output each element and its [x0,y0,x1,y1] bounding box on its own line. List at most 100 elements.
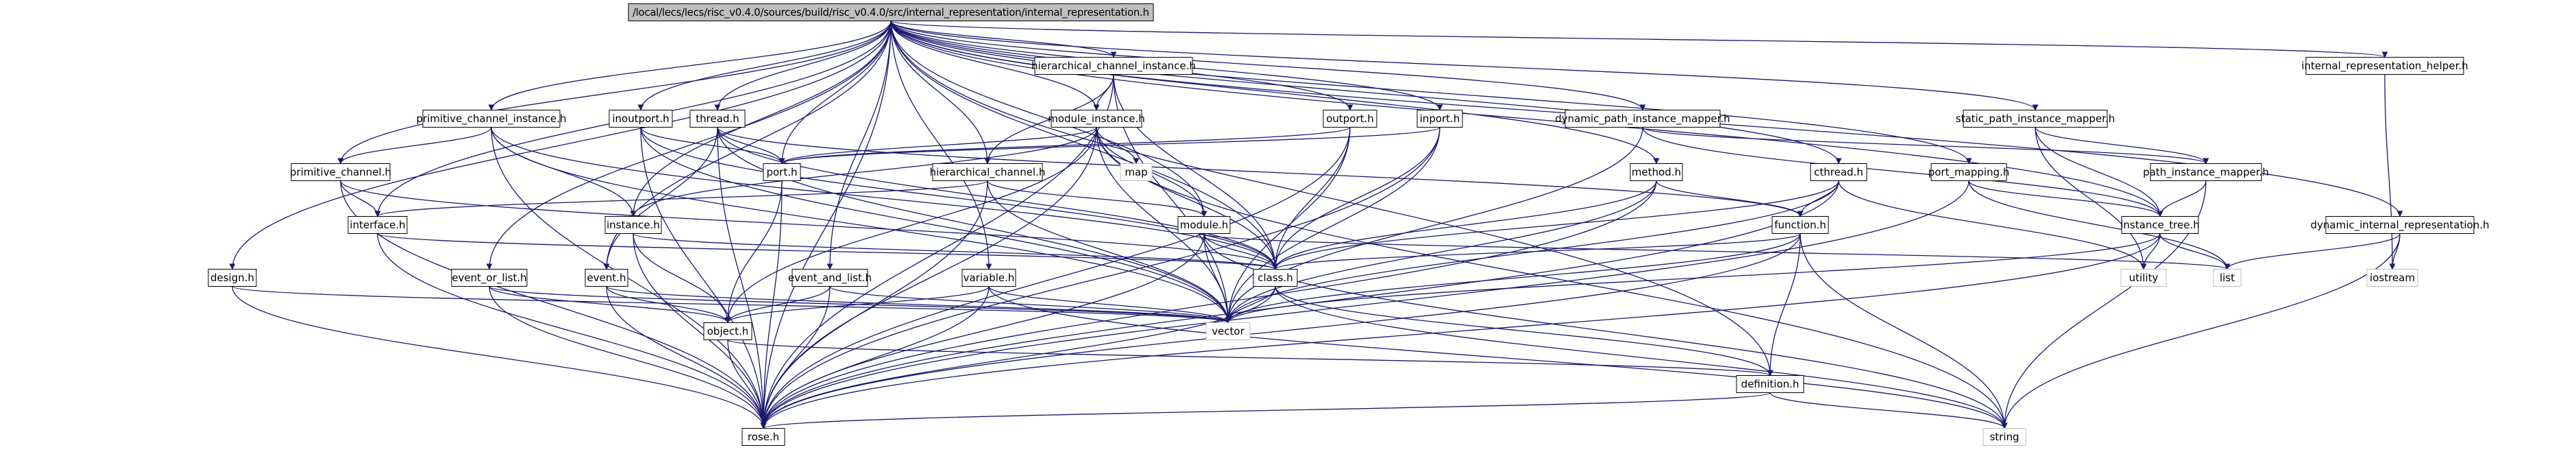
edge-method-to-function [1656,180,1804,217]
edge-root-to-spim [890,21,2039,111]
node-label: design.h [210,272,254,284]
node-label: dynamic_path_instance_mapper.h [1555,112,1730,126]
edge-thread-to-rose [717,127,767,429]
edge-variable-to-object [724,285,990,324]
node-variable[interactable]: variable.h [961,269,1016,287]
node-design[interactable]: design.h [208,269,257,287]
node-rose[interactable]: rose.h [741,428,785,446]
node-portmap[interactable]: port_mapping.h [1928,163,2010,181]
edge-pci-to-vector [491,127,1231,324]
edge-instance-to-rose [633,233,767,429]
node-box [932,163,1043,181]
node-event[interactable]: event.h [585,269,628,287]
edge-itree-to-utility [2140,233,2161,270]
node-eol[interactable]: event_or_list.h [451,269,528,287]
edge-object-to-definition [727,339,1774,377]
node-label: port.h [766,166,797,178]
edge-variable-to-rose [760,286,990,429]
node-port[interactable]: port.h [763,163,801,181]
edge-spim-to-pim [2035,127,2209,165]
node-box [1323,110,1377,128]
node-box [609,110,673,128]
node-box [2120,269,2167,287]
edge-inport-to-vector [1225,127,1440,324]
node-cthread[interactable]: cthread.h [1810,163,1867,181]
node-interface[interactable]: interface.h [347,216,408,234]
node-dpim[interactable]: dynamic_path_instance_mapper.h [1555,110,1730,128]
edge-outport-to-class [1272,127,1351,270]
node-outport[interactable]: outport.h [1323,110,1377,128]
node-method[interactable]: method.h [1630,163,1683,181]
edge-hch-to-module [987,180,1207,217]
node-pci[interactable]: primitive_channel_instance.h [417,110,567,128]
node-inoutport[interactable]: inoutport.h [609,110,673,128]
edge-function-to-class [1272,233,1801,270]
node-class[interactable]: class.h [1253,269,1298,287]
edge-instance-to-object [633,233,731,324]
edge-modinst-to-instance [630,127,1097,217]
node-label: class.h [1258,272,1293,284]
edge-root-to-rose [760,21,892,429]
node-itree[interactable]: instance_tree.h [2120,216,2200,234]
node-irh[interactable]: internal_representation_helper.h [2301,57,2468,75]
node-label: thread.h [696,112,739,125]
edge-root-to-primch [337,21,892,165]
node-instance[interactable]: instance.h [604,216,662,234]
node-box [2366,269,2418,287]
node-label: event_or_list.h [452,272,526,285]
node-root[interactable]: /local/lecs/lecs/risc_v0.4.0/sources/bui… [628,3,1154,21]
node-box [1930,163,2007,181]
node-label: object.h [707,325,749,337]
node-label: hierarchical_channel_instance.h [1031,60,1196,73]
node-label: inoutport.h [612,112,669,125]
node-box [1253,269,1298,287]
edge-hci-to-class [1113,74,1279,270]
node-dir[interactable]: dynamic_internal_representation.h [2311,216,2490,234]
edge-portmap-to-list [1968,180,2231,270]
edge-module-to-string [1203,233,2008,429]
node-label: outport.h [1326,112,1374,125]
node-inport[interactable]: inport.h [1416,110,1463,128]
node-label: method.h [1632,166,1681,178]
node-box [1177,216,1231,234]
node-function[interactable]: function.h [1771,216,1829,234]
node-object[interactable]: object.h [703,322,752,340]
node-vector: vector [1205,322,1251,340]
edge-root-to-definition [890,21,1774,377]
edge-thread-to-class [717,127,1279,270]
edge-eal-to-object [724,286,831,324]
edge-pci-to-primch [337,127,492,165]
edge-inoutport-to-vector [640,127,1231,324]
node-box [792,269,868,287]
edge-root-to-instance [630,21,892,217]
node-label: list [2220,272,2235,284]
node-thread[interactable]: thread.h [689,110,746,128]
edge-function-to-string [1800,233,2008,429]
node-pim[interactable]: path_instance_mapper.h [2143,163,2269,181]
node-label: internal_representation_helper.h [2301,60,2468,73]
node-hci[interactable]: hierarchical_channel_instance.h [1031,57,1196,75]
edge-root-to-thread [714,21,892,111]
edge-root-to-hch [890,21,991,165]
node-iostream: iostream [2366,269,2418,287]
edge-root-to-design [229,21,892,270]
node-label: port_mapping.h [1928,166,2010,179]
node-label: static_path_instance_mapper.h [1956,112,2115,126]
node-label: module_instance.h [1048,112,1145,126]
edge-design-to-rose [232,286,767,429]
node-eal[interactable]: event_and_list.h [788,269,872,287]
node-box [604,216,662,234]
edge-dpim-to-pim [1642,126,2209,165]
node-primch[interactable]: primitive_channel.h [290,163,391,181]
edge-root-to-irh [890,20,2388,58]
node-hch[interactable]: hierarchical_channel.h [930,163,1046,181]
node-spim[interactable]: static_path_instance_mapper.h [1956,110,2115,128]
edge-dir-to-string [2001,233,2401,429]
node-definition[interactable]: definition.h [1736,375,1804,393]
node-module[interactable]: module.h [1177,216,1231,234]
node-modinst[interactable]: module_instance.h [1048,110,1145,128]
node-box [703,322,752,340]
edge-port-to-rose [760,180,783,429]
node-label: inport.h [1420,112,1460,125]
